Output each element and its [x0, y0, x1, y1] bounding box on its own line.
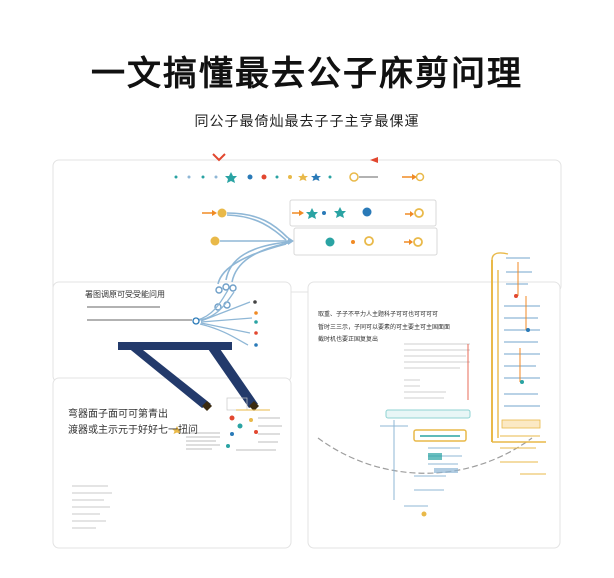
circle-icon [214, 175, 218, 179]
mid-left-diagram [87, 289, 258, 347]
circle-icon [275, 175, 279, 179]
circle-icon [254, 320, 258, 324]
circle-icon [201, 175, 205, 179]
circle-icon [217, 208, 227, 218]
flow-merge-lines [217, 212, 289, 285]
circle-icon [230, 432, 234, 436]
navy-diagonal-left [126, 346, 211, 408]
gear-icon [229, 284, 237, 292]
chevron-down-icon [212, 153, 226, 162]
flow-source-row-1 [202, 208, 227, 218]
circle-icon [328, 175, 332, 179]
circle-icon [362, 207, 372, 217]
star-icon [306, 208, 318, 219]
circle-icon [421, 511, 427, 517]
top-marker-right [370, 157, 378, 163]
card-upper [289, 199, 437, 227]
right-panel-arc [317, 437, 533, 474]
circle-icon [229, 415, 235, 421]
arrow-right-icon [212, 210, 217, 216]
circle-icon [174, 175, 178, 179]
gear-icon [214, 303, 222, 311]
navy-connector [118, 342, 259, 411]
navy-diagonal-right [206, 346, 258, 408]
circle-icon [288, 175, 292, 179]
bottom-left-text-rows [72, 485, 112, 529]
page-title: 一文搞懂最去公子庥剪问理 [91, 54, 523, 94]
ring-icon [364, 236, 374, 246]
ring-icon [192, 317, 200, 325]
circle-icon [351, 240, 355, 244]
top-marker-left [212, 153, 226, 162]
ring-icon [413, 237, 423, 247]
circle-icon [254, 343, 258, 347]
gear-icon [202, 401, 212, 411]
card-lower [293, 227, 438, 256]
circle-icon [254, 311, 258, 315]
circle-icon [254, 430, 258, 434]
right-panel-gold-column [491, 252, 546, 475]
teal-row [385, 409, 471, 419]
gear-icon [222, 283, 230, 291]
circle-icon [187, 175, 191, 179]
star-icon [334, 207, 346, 218]
gear-icon [215, 286, 223, 294]
arrow-right-icon [412, 174, 417, 180]
right-panel-list [404, 343, 470, 400]
arrow-right-icon [288, 237, 294, 245]
circle-icon [322, 211, 326, 215]
circle-icon [226, 444, 230, 448]
circle-icon [249, 418, 253, 422]
icon-strip [174, 172, 425, 183]
mid-left-caption: 署图调原可受受能问用 [85, 290, 165, 299]
right-panel-highlight [380, 409, 471, 517]
ring-icon [415, 172, 425, 182]
star-icon [172, 426, 182, 434]
navy-bar [118, 342, 232, 350]
flow-source-row-2 [210, 236, 220, 246]
bottom-left-line-2: 渡器或主示元于好好七一扭问 [68, 425, 198, 436]
circle-icon [261, 174, 267, 180]
star-icon [225, 172, 237, 183]
circle-icon [325, 237, 335, 247]
circle-icon [210, 236, 220, 246]
arrow-right-icon [299, 210, 304, 216]
gear-icon [249, 401, 259, 411]
right-line-3: 截时机也要正国复复出 [318, 336, 379, 343]
circle-icon [247, 174, 253, 180]
circle-icon [237, 423, 243, 429]
star-icon [298, 173, 308, 181]
circle-icon [254, 331, 258, 335]
circle-icon [520, 380, 524, 384]
star-icon [311, 173, 321, 181]
ring-icon [414, 208, 424, 218]
bottom-left-cluster [172, 397, 282, 451]
arrow-right-icon [410, 211, 414, 217]
ring-icon [349, 172, 359, 182]
arrow-right-icon [409, 239, 413, 245]
arrow-left-icon [370, 157, 378, 163]
right-line-2: 暂时三三示，子同可以要素的可主要主可主国面面 [318, 324, 451, 331]
circle-icon [514, 294, 518, 298]
circle-icon [253, 300, 257, 304]
circle-icon [526, 328, 530, 332]
bottom-left-line-1: 弯器面子面可可第青出 [68, 409, 168, 420]
right-line-1: 取重、子子不平力人主题科子可可也可可可可 [318, 311, 439, 318]
page-subtitle: 同公子最倚灿最去子子主亨最倮運 [194, 114, 420, 130]
